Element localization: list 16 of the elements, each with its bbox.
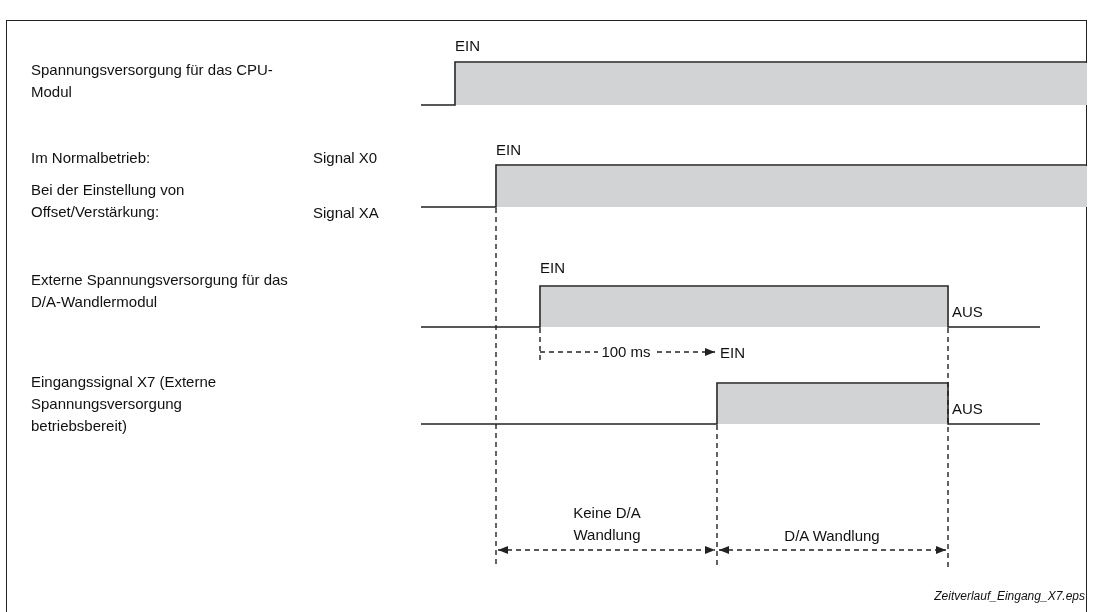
signal-name: Bei der Einstellung von Offset/Verstärkung: bbox=[31, 180, 186, 222]
signal-name: Eingangssignal X7 (Externe Spannungsversorgung betriebsbereit) bbox=[31, 372, 218, 436]
state-label: EIN bbox=[455, 36, 481, 56]
interval-label: Keine D/A Wandlung bbox=[572, 503, 642, 545]
signal-name: Externe Spannungsversorgung für das D/A-Wandlermodul bbox=[31, 270, 289, 312]
state-label: AUS bbox=[952, 302, 984, 322]
state-label: EIN bbox=[720, 343, 746, 363]
interval-label: D/A Wandlung bbox=[783, 526, 881, 546]
state-label: AUS bbox=[952, 399, 984, 419]
signal-name: Signal X0 bbox=[313, 148, 379, 168]
state-label: EIN bbox=[496, 140, 522, 160]
signal-name: Signal XA bbox=[313, 203, 380, 223]
file-name: Zeitverlauf_Eingang_X7.eps bbox=[933, 588, 1085, 604]
signal-name: Spannungsversorgung für das CPU-Modul bbox=[31, 60, 274, 102]
state-label: EIN bbox=[540, 258, 566, 278]
signal-name: Im Normalbetrieb: bbox=[31, 148, 152, 168]
